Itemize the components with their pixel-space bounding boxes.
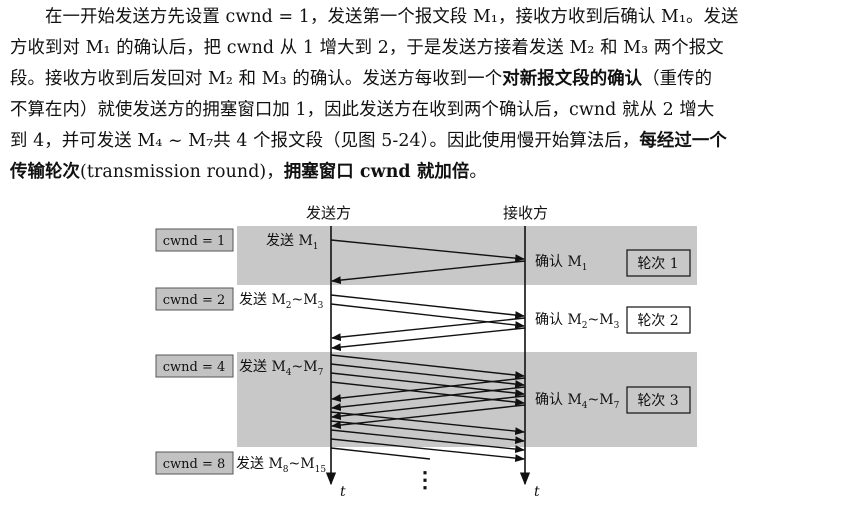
paragraph-line-6: 传输轮次(transmission round)，拥塞窗口 cwnd 就加倍。: [10, 157, 846, 188]
paragraph-line-5-bold: 每经过一个: [639, 131, 727, 151]
paragraph-line-5: 到 4，并可发送 M₄ ~ M₇共 4 个报文段（见图 5-24）。因此使用慢开…: [10, 126, 846, 157]
segment-arrow-m12: [330, 447, 431, 460]
cwnd-box-2-label: cwnd = 2: [163, 293, 226, 308]
paragraph-line-3-bold: 对新报文段的确认: [502, 69, 643, 89]
round-1-shade: [237, 226, 697, 285]
ack-arrow-m4: [331, 377, 526, 402]
ack-arrow-m1: [331, 260, 526, 284]
paragraph-line-4: 不算在内）就使发送方的拥塞窗口加 1，因此发送方在收到两个确认后，cwnd 就从…: [10, 100, 715, 120]
round-box-3-label: 轮次 3: [637, 393, 678, 409]
round-box-2: 轮次 2: [626, 306, 691, 334]
paragraph-line-3-text: 段。接收方收到后发回对 M₂ 和 M₃ 的确认。发送方每收到一个: [10, 69, 503, 89]
paragraph-line-1: 在一开始发送方先设置 cwnd = 1，发送第一个报文段 M₁，接收方收到后确认…: [10, 2, 846, 33]
round-box-2-label: 轮次 2: [637, 313, 678, 329]
segment-arrow-m1: [330, 239, 525, 263]
receiver-label: 接收方: [503, 204, 548, 222]
paragraph-line-5-text: 到 4，并可发送 M₄ ~ M₇共 4 个报文段（见图 5-24）。因此使用慢开…: [10, 131, 640, 151]
cwnd-box-1: cwnd = 1: [155, 228, 234, 252]
cwnd-box-2: cwnd = 2: [155, 287, 234, 311]
ack-arrow-m3: [331, 327, 526, 351]
segment-arrow-m3: [330, 303, 525, 329]
send-label-3: 发送 M4~M7: [239, 359, 324, 378]
cwnd-box-3-label: cwnd = 4: [163, 360, 226, 375]
segment-arrow-m2: [330, 294, 525, 319]
send-label-2: 发送 M2~M3: [239, 292, 324, 311]
round-box-1-label: 轮次 1: [637, 256, 678, 272]
paragraph-line-6-end: 。: [469, 162, 487, 182]
paragraph-line-6-bold-a: 传输轮次: [10, 162, 80, 182]
round-box-1: 轮次 1: [626, 249, 691, 277]
ack-label-1: 确认 M1: [535, 254, 588, 273]
round-3-shade: [237, 352, 697, 447]
paragraph-line-6-text: (transmission round)，: [79, 162, 284, 182]
ack-label-2: 确认 M2~M3: [535, 312, 620, 331]
cwnd-box-4: cwnd = 8: [155, 451, 234, 475]
ellipsis-mark: ⋮: [414, 467, 436, 493]
segment-arrow-m10: [330, 429, 525, 453]
body-paragraph: 在一开始发送方先设置 cwnd = 1，发送第一个报文段 M₁，接收方收到后确认…: [10, 2, 846, 188]
paragraph-line-1-text: 在一开始发送方先设置 cwnd = 1，发送第一个报文段 M₁，接收方收到后确认…: [44, 7, 739, 27]
cwnd-box-3: cwnd = 4: [155, 354, 234, 378]
ack-arrow-m6: [331, 395, 526, 420]
sender-time-label: t: [340, 484, 346, 500]
ack-arrow-m7: [331, 404, 526, 429]
segment-arrow-m11: [330, 438, 525, 462]
paragraph-line-2: 方收到对 M₁ 的确认后，把 cwnd 从 1 增大到 2，于是发送方接着发送 …: [10, 38, 724, 58]
cwnd-box-1-label: cwnd = 1: [163, 234, 226, 249]
paragraph-line-3-tail: （重传的: [642, 69, 713, 89]
segment-arrow-m4: [330, 354, 525, 379]
send-label-1: 发送 M1: [266, 233, 319, 252]
ack-arrow-m5: [331, 386, 526, 411]
ack-arrow-m2: [331, 317, 526, 341]
receiver-time-label: t: [534, 484, 540, 500]
cwnd-box-4-label: cwnd = 8: [163, 457, 226, 472]
sender-label: 发送方: [306, 204, 351, 222]
send-label-4: 发送 M8~M15: [236, 456, 326, 475]
round-box-3: 轮次 3: [626, 386, 691, 414]
segment-arrow-m8: [330, 411, 525, 435]
paragraph-line-3: 段。接收方收到后发回对 M₂ 和 M₃ 的确认。发送方每收到一个对新报文段的确认…: [10, 64, 846, 95]
paragraph-line-6-bold-b: 拥塞窗口 cwnd 就加倍: [283, 162, 470, 182]
ack-label-3: 确认 M4~M7: [535, 392, 620, 411]
segment-arrow-m9: [330, 420, 525, 444]
